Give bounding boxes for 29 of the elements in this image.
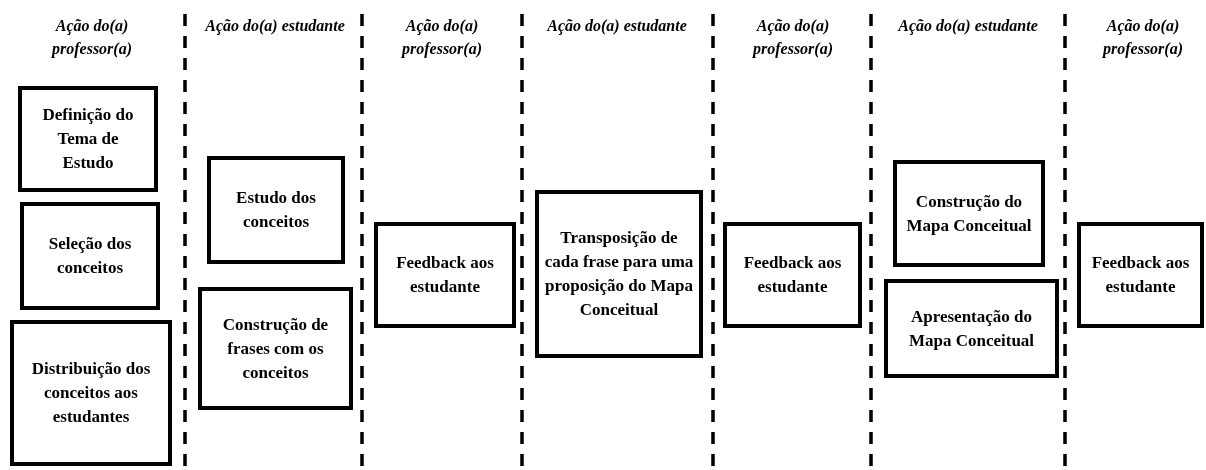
- box-text: Estudo dos conceitos: [235, 187, 317, 233]
- process-box: [10, 320, 172, 466]
- box-text: Construção de frases com os conceitos: [221, 313, 330, 384]
- box-text: Apresentação do Mapa Conceitual: [907, 305, 1036, 352]
- column-header: Ação do(a) professor(a): [50, 16, 133, 60]
- column-header: Ação do(a) professor(a): [400, 16, 483, 60]
- box-text: Feedback aos estudante: [395, 252, 495, 298]
- process-box: [723, 222, 862, 328]
- box-text: Seleção dos conceitos: [47, 233, 133, 279]
- box-text: Distribuição dos conceitos aos estudantes: [30, 358, 152, 428]
- column-header: Ação do(a) professor(a): [1101, 16, 1184, 60]
- column-header: Ação do(a) professor(a): [751, 16, 834, 60]
- process-box: [18, 86, 158, 192]
- box-text: Definição do Tema de Estudo: [41, 104, 135, 174]
- column-header: Ação do(a) estudante: [896, 16, 1039, 37]
- process-box: [535, 190, 703, 358]
- box-text: Feedback aos estudante: [742, 252, 843, 298]
- box-text: Construção do Mapa Conceitual: [905, 190, 1033, 237]
- process-box: [374, 222, 516, 328]
- box-text: Transposição de cada frase para uma proposição do Mapa Conceitual: [543, 227, 695, 321]
- column-header: Ação do(a) estudante: [203, 16, 346, 37]
- column-header: Ação do(a) estudante: [545, 16, 688, 37]
- process-box: [884, 279, 1059, 378]
- process-box: [207, 156, 345, 264]
- process-box: [893, 160, 1045, 267]
- box-text: Feedback aos estudante: [1090, 252, 1191, 298]
- process-box: [198, 287, 353, 410]
- process-box: [20, 202, 160, 310]
- process-box: [1077, 222, 1204, 328]
